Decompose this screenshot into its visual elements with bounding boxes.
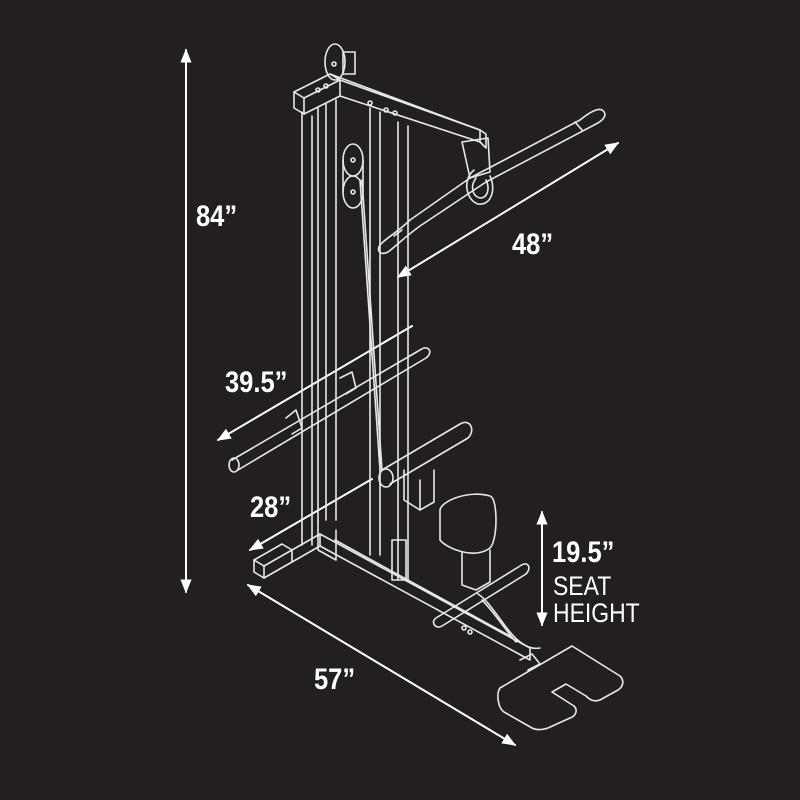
base-dimension-arrow xyxy=(248,478,373,551)
base-width-label: 28” xyxy=(250,491,292,524)
thigh-pad xyxy=(378,421,473,511)
lat-bar-dimension-arrow xyxy=(396,142,620,278)
seat xyxy=(439,493,497,591)
length-label: 57” xyxy=(314,663,356,696)
seat-height-caption-line1: SEAT xyxy=(553,571,612,601)
height-label: 84” xyxy=(196,200,238,233)
base-frame xyxy=(253,519,531,661)
seat-height-caption-line2: HEIGHT xyxy=(553,598,640,628)
top-crossbeam xyxy=(293,73,487,149)
seat-height-value-label: 19.5” xyxy=(552,536,615,569)
mid-pulleys xyxy=(342,143,364,209)
weight-horn xyxy=(228,347,431,473)
main-upright-front xyxy=(301,99,337,546)
top-pulley xyxy=(324,43,356,81)
length-dimension-arrow xyxy=(246,584,517,746)
lat-bar-width-label: 48” xyxy=(512,228,554,261)
foot-plate xyxy=(497,645,624,731)
cable xyxy=(359,179,383,471)
guide-rods xyxy=(369,107,409,581)
weight-horn-width-label: 39.5” xyxy=(225,366,288,399)
